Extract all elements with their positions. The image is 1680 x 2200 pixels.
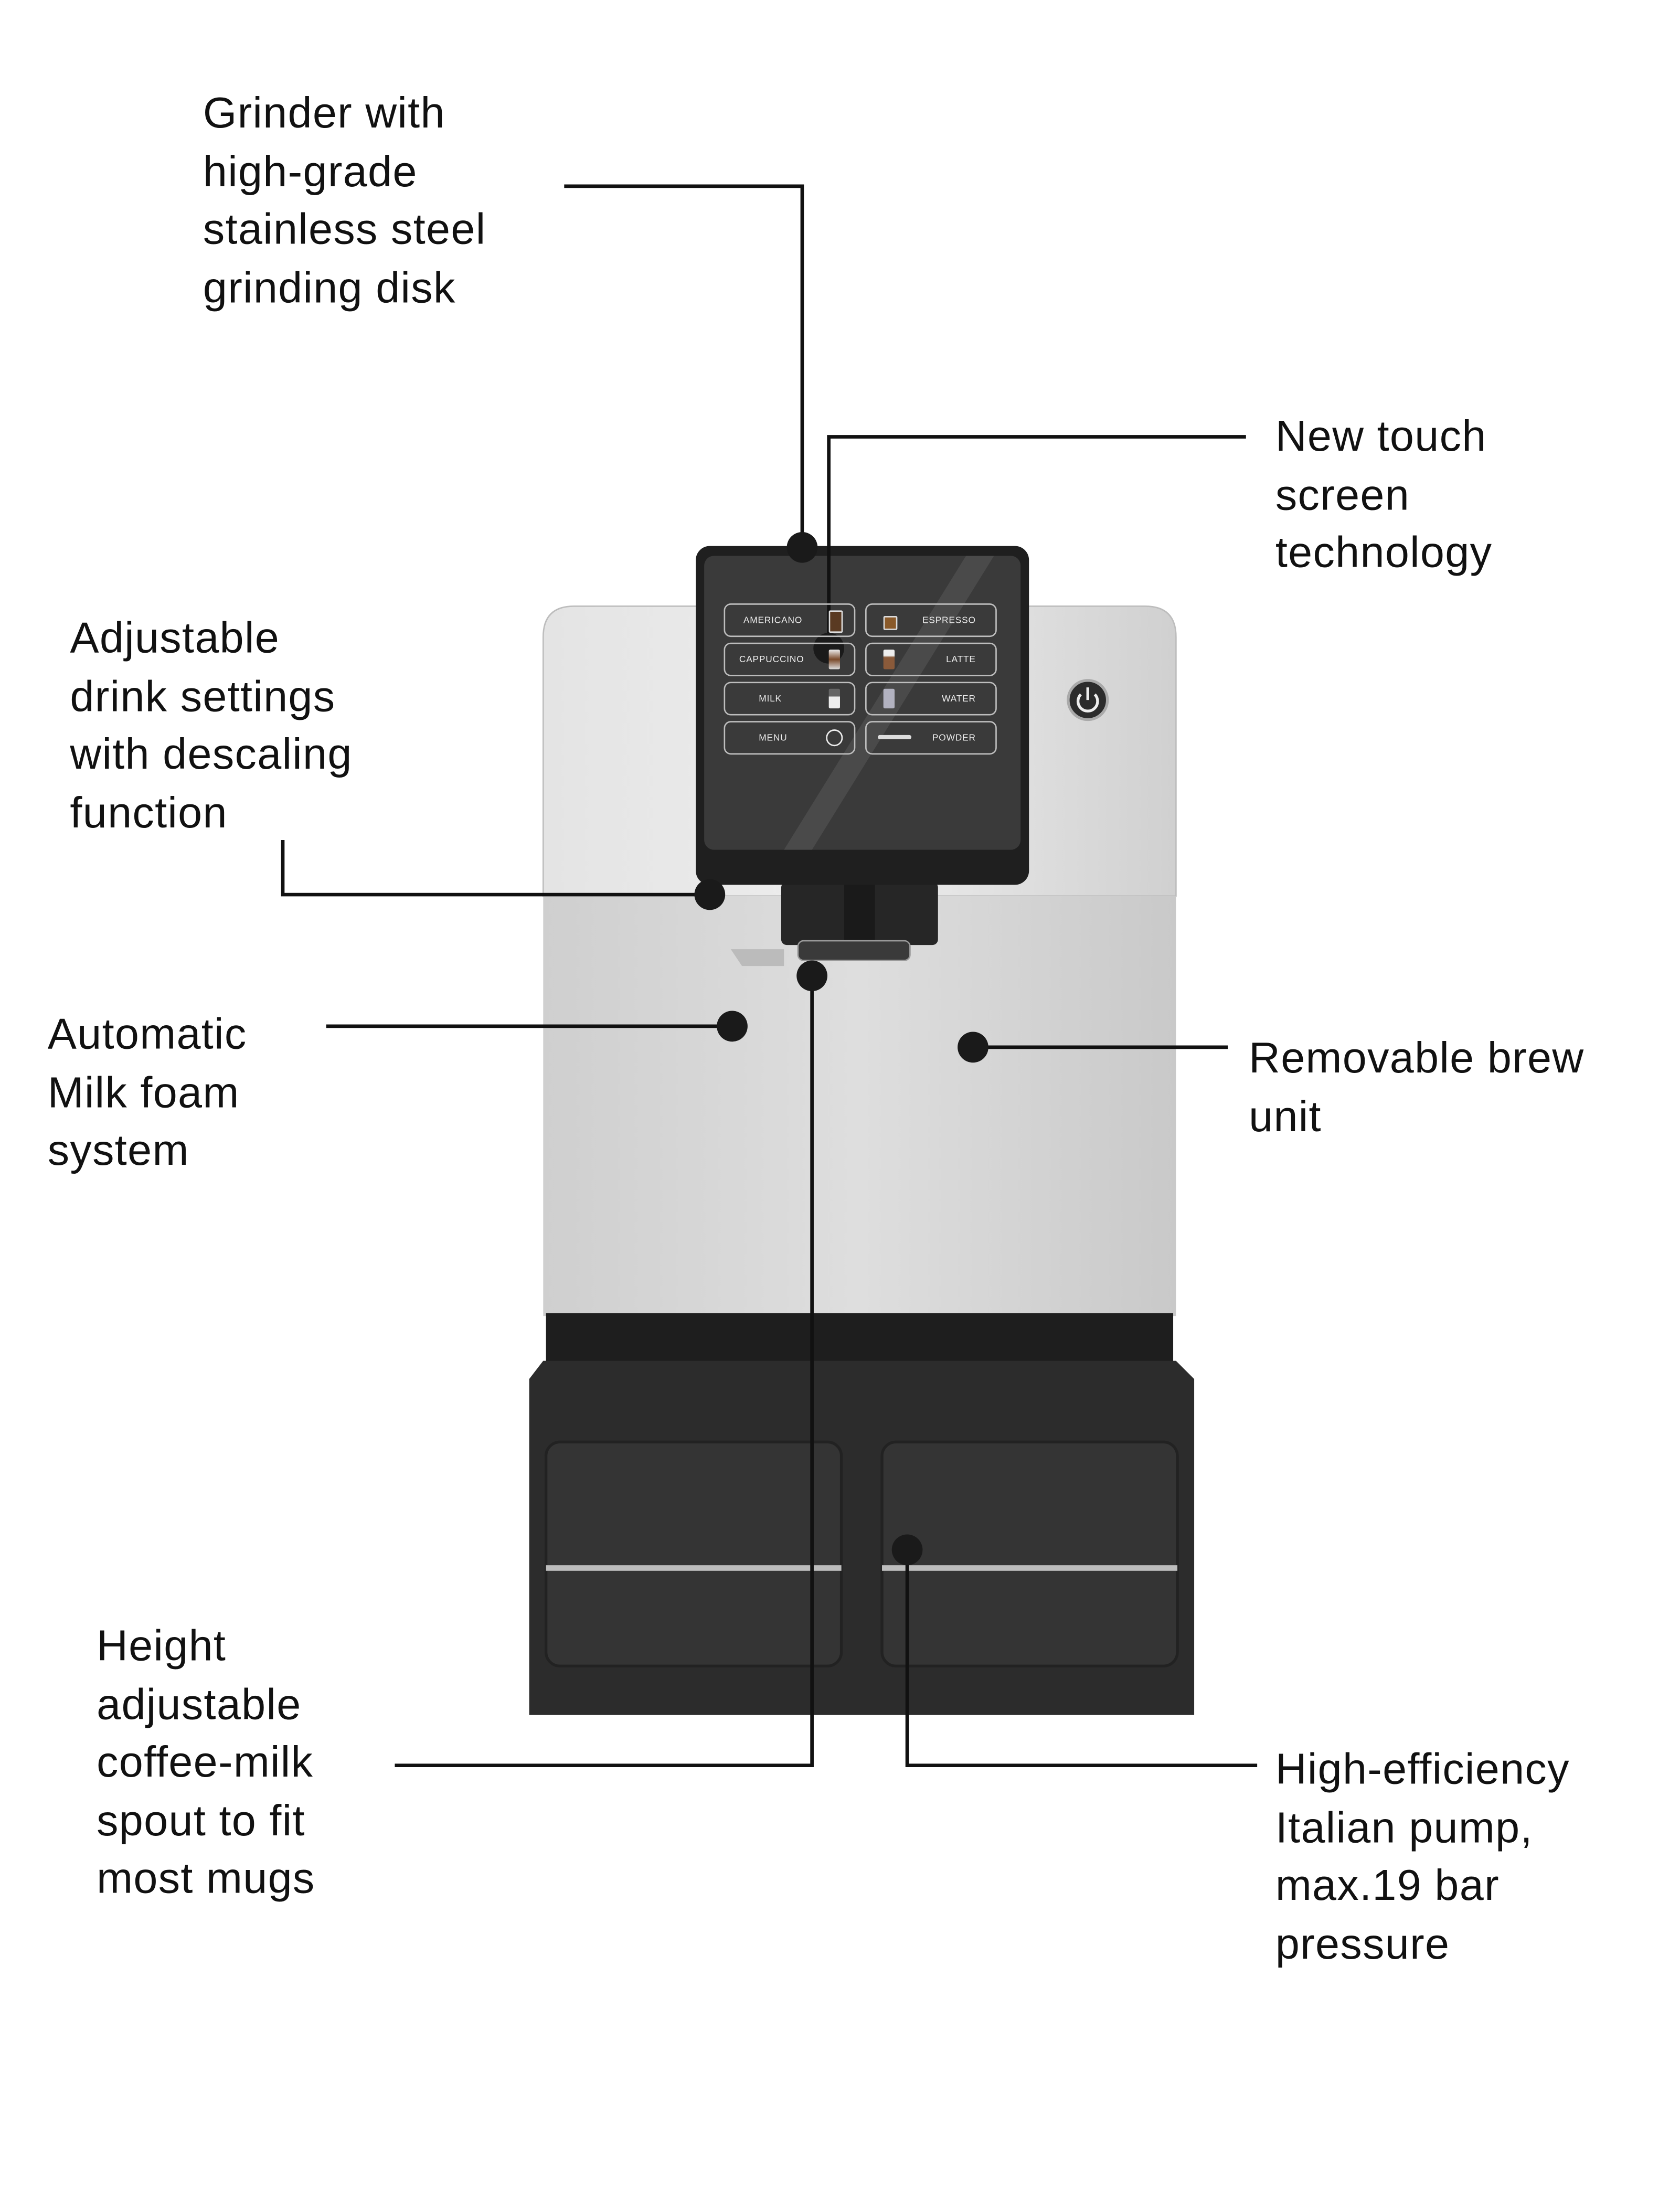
leader-grinder	[564, 184, 804, 548]
leader-touch-screen	[827, 435, 1246, 649]
marker-dot	[694, 879, 726, 910]
water-glass-icon	[883, 688, 895, 709]
screen-button-powder[interactable]: POWDER	[865, 721, 997, 755]
drawer-left	[544, 1440, 843, 1667]
screen-button-cappuccino[interactable]: CAPPUCCINO	[724, 642, 856, 676]
milk-glass-icon	[828, 688, 840, 709]
screen-button-latte[interactable]: LATTE	[865, 642, 997, 676]
marker-dot	[717, 1011, 748, 1042]
screen-button-espresso[interactable]: ESPRESSO	[865, 603, 997, 637]
machine-front-panel	[543, 896, 1176, 1316]
marker-dot	[786, 532, 818, 563]
screen-button-menu[interactable]: MENU	[724, 721, 856, 755]
cappuccino-glass-icon	[828, 650, 840, 669]
latte-glass-icon	[883, 650, 895, 669]
marker-dot	[891, 1534, 923, 1566]
callout-milk-foam: Automatic Milk foam system	[47, 1009, 247, 1175]
callout-pump: High-efficiency Italian pump, max.19 bar…	[1275, 1744, 1570, 1968]
callout-brew-unit: Removable brew unit	[1249, 1033, 1585, 1141]
marker-dot	[958, 1032, 988, 1063]
callout-grinder: Grinder with high-grade stainless steel …	[203, 88, 486, 312]
callout-drink-settings: Adjustable drink settings with descaling…	[70, 613, 353, 837]
spoon-icon	[878, 735, 912, 739]
espresso-cup-icon	[883, 616, 898, 630]
screen-button-water[interactable]: WATER	[865, 682, 997, 716]
screen-button-americano[interactable]: AMERICANO	[724, 603, 856, 637]
leader-spout	[395, 975, 814, 1768]
americano-glass-icon	[828, 610, 843, 633]
screen-button-milk[interactable]: MILK	[724, 682, 856, 716]
callout-touch-screen: New touch screen technology	[1275, 411, 1493, 577]
drawer-right	[880, 1440, 1179, 1667]
power-menu-icon	[826, 729, 843, 747]
leader-pump	[905, 1549, 1258, 1768]
marker-dot	[796, 960, 827, 992]
callout-spout: Height adjustable coffee-milk spout to f…	[97, 1621, 315, 1903]
leader-drink-settings	[281, 839, 710, 897]
